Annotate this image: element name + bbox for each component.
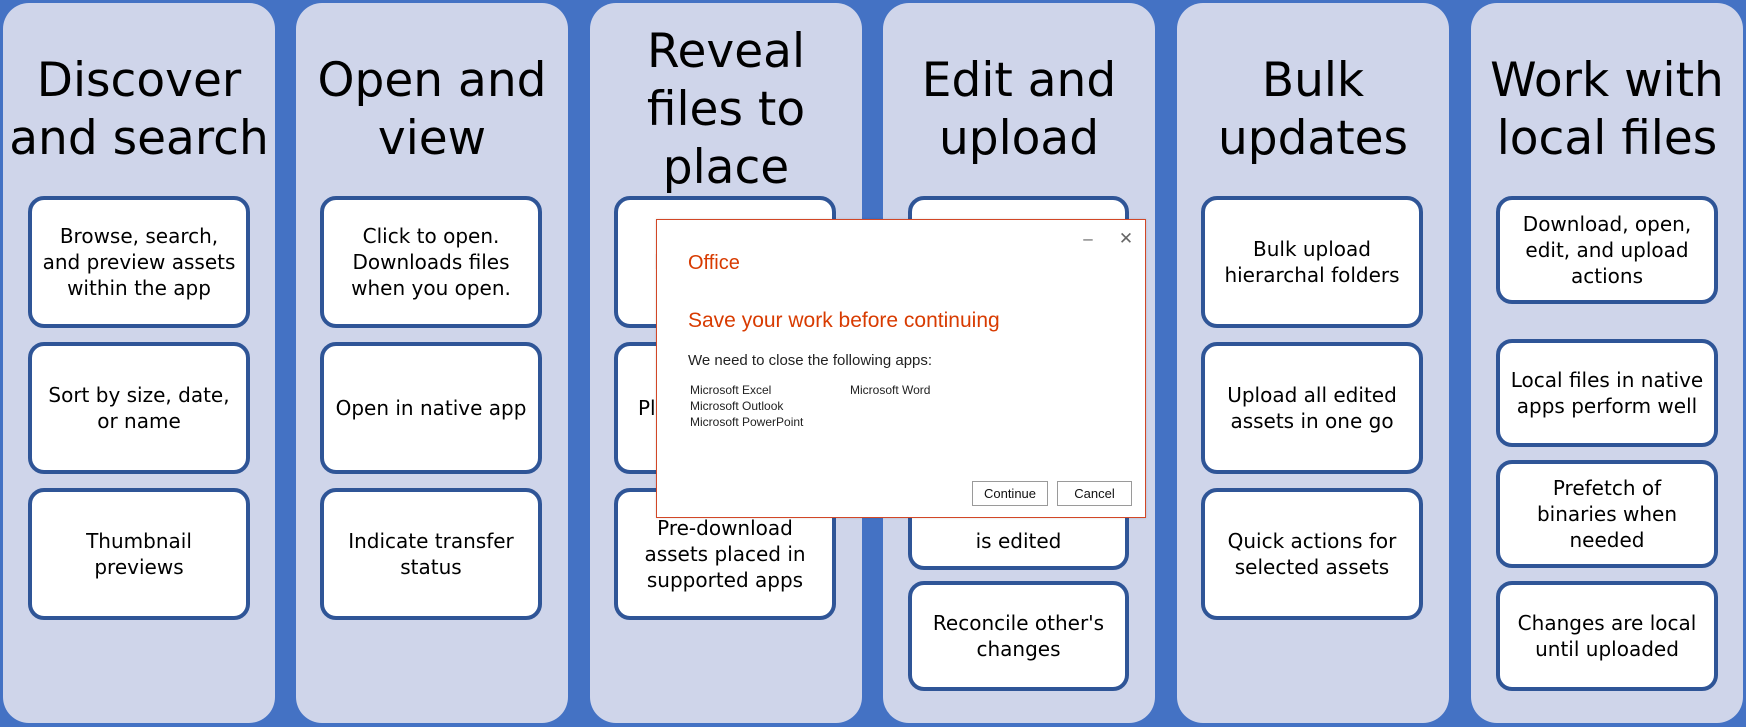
column-title: Work with local files	[1490, 53, 1724, 166]
column-title: Edit and upload	[921, 53, 1117, 166]
card-transfer-status: Indicate transfer status	[320, 488, 542, 620]
app-list: Microsoft Excel Microsoft Outlook Micros…	[690, 382, 990, 442]
app-list-item: Microsoft Outlook	[690, 399, 784, 413]
column-discover-and-search: Discover and search Browse, search, and …	[3, 3, 275, 723]
card-upload-all-edited: Upload all edited assets in one go	[1201, 342, 1423, 474]
app-list-item: Microsoft PowerPoint	[690, 415, 804, 429]
card-browse-search-preview: Browse, search, and preview assets withi…	[28, 196, 250, 328]
dialog-brand: Office	[688, 252, 740, 274]
app-list-item: Microsoft Word	[850, 383, 931, 397]
card-changes-local: Changes are local until uploaded	[1496, 581, 1718, 691]
dialog-message: We need to close the following apps:	[688, 352, 933, 369]
continue-button[interactable]: Continue	[972, 481, 1048, 506]
card-sort: Sort by size, date, or name	[28, 342, 250, 474]
app-list-item: Microsoft Excel	[690, 383, 772, 397]
column-bulk-updates: Bulk updates Bulk upload hierarchal fold…	[1177, 3, 1449, 723]
card-download-open-edit-upload: Download, open, edit, and upload actions	[1496, 196, 1718, 304]
column-title: Reveal files to place	[646, 24, 806, 195]
column-title: Discover and search	[9, 53, 269, 166]
column-title: Open and view	[317, 53, 547, 166]
office-save-dialog: – ✕ Office Save your work before continu…	[656, 219, 1146, 518]
card-click-to-open: Click to open. Downloads files when you …	[320, 196, 542, 328]
card-reconcile-changes: Reconcile other's changes	[908, 581, 1129, 691]
card-bulk-upload-folders: Bulk upload hierarchal folders	[1201, 196, 1423, 328]
card-prefetch-binaries: Prefetch of binaries when needed	[1496, 460, 1718, 568]
minimize-icon[interactable]: –	[1083, 229, 1093, 248]
card-quick-actions: Quick actions for selected assets	[1201, 488, 1423, 620]
column-title: Bulk updates	[1217, 53, 1409, 166]
dialog-heading: Save your work before continuing	[688, 309, 1000, 332]
card-local-files-native: Local files in native apps perform well	[1496, 339, 1718, 447]
close-icon[interactable]: ✕	[1118, 229, 1134, 248]
card-thumbnail-previews: Thumbnail previews	[28, 488, 250, 620]
column-work-with-local-files: Work with local files Download, open, ed…	[1471, 3, 1743, 723]
cancel-button[interactable]: Cancel	[1057, 481, 1132, 506]
card-open-native-app: Open in native app	[320, 342, 542, 474]
column-open-and-view: Open and view Click to open. Downloads f…	[296, 3, 568, 723]
